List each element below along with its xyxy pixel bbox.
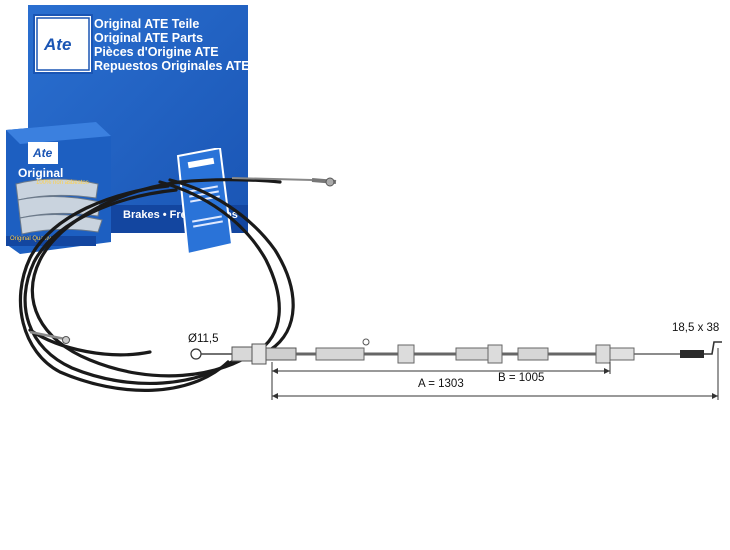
diameter-label: Ø11,5: [188, 333, 219, 345]
length-a-label: A = 1303: [418, 378, 464, 390]
coiled-cable: [18, 178, 295, 392]
length-b-label: B = 1005: [498, 372, 545, 384]
package-line-4: Repuestos Originales ATE: [94, 59, 250, 73]
ate-logo-text: Ate: [44, 35, 72, 54]
end-size-label: 18,5 x 38: [672, 322, 720, 334]
cable-drawing: [190, 338, 722, 365]
dimension-lines: [271, 348, 719, 400]
pad-box-title: Original: [18, 166, 64, 180]
package-line-1: Original ATE Teile: [94, 17, 200, 31]
package-band-text: Brakes • Frei: [123, 209, 190, 221]
package-line-3: Pièces d'Origine ATE: [94, 45, 219, 59]
pad-box-logo: Ate: [33, 146, 53, 160]
pad-box-bottom-text: Original Quality: [10, 236, 52, 242]
pad-box-subtitle: 100% non asbestos: [36, 180, 89, 186]
package-line-2: Original ATE Parts: [94, 31, 204, 45]
